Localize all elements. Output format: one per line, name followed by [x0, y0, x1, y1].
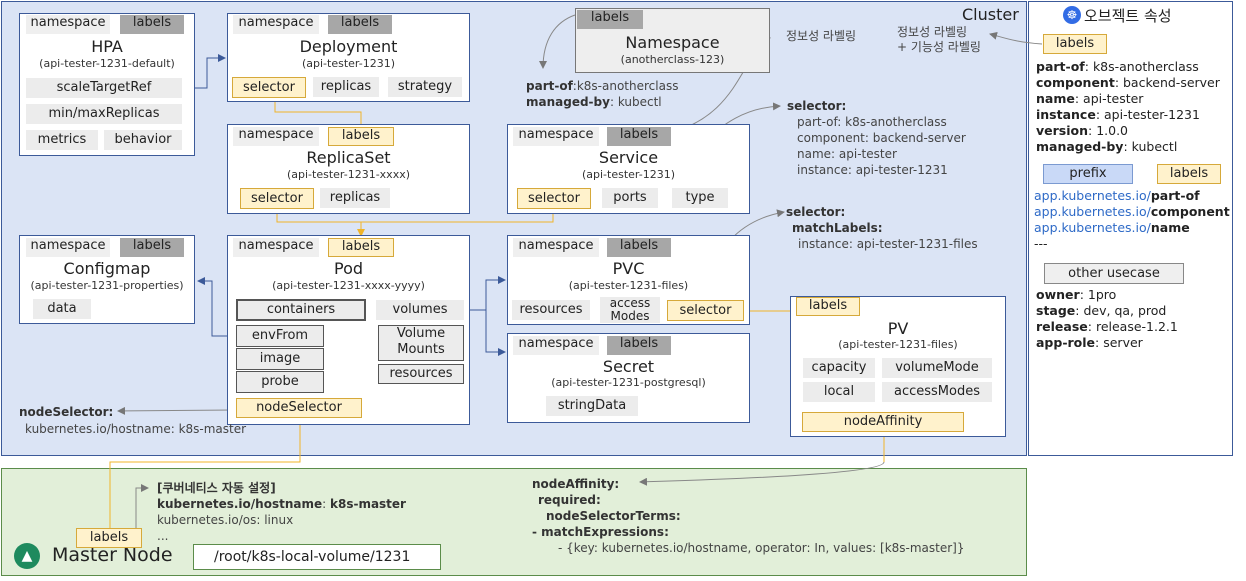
deployment-field: strategy	[388, 77, 462, 97]
pv-title: PV	[887, 319, 909, 338]
deployment-title: Deployment	[299, 37, 398, 56]
pvc-selector[interactable]: selector	[667, 300, 744, 321]
deployment-namespace-tag: namespace	[233, 15, 319, 34]
service-field: ports	[602, 188, 658, 208]
pvc-namespace-tag: namespace	[513, 238, 599, 257]
prefix-tag: prefix	[1043, 164, 1133, 184]
deployment-subtitle: (api-tester-1231)	[301, 57, 395, 70]
service-selector-annotation: selector: part-of: k8s-anotherclass comp…	[787, 99, 966, 177]
pod-title: Pod	[333, 259, 364, 278]
configmap-labels-tag: labels	[120, 238, 184, 257]
pv-field: volumeMode	[882, 358, 992, 378]
pod-container-field: envFrom	[236, 325, 324, 347]
service-field: type	[672, 188, 728, 208]
prefixed-labels-list: app.kubernetes.io/part-of app.kubernetes…	[1034, 188, 1230, 251]
configmap-field: data	[33, 299, 91, 319]
replicaset-field: replicas	[320, 188, 390, 208]
secret-title: Secret	[602, 357, 655, 376]
master-node-affinity: nodeAffinity: required: nodeSelectorTerm…	[532, 477, 965, 555]
node-selector-annotation: nodeSelector: kubernetes.io/hostname: k8…	[19, 405, 247, 436]
pvc-subtitle: (api-tester-1231-files)	[568, 279, 689, 292]
hpa-title: HPA	[91, 37, 123, 56]
master-labels-tag: labels	[76, 528, 142, 548]
pvc-selector-annotation: selector: matchLabels: instance: api-tes…	[786, 205, 978, 251]
pod-container-field: probe	[236, 371, 324, 393]
hpa-subtitle: (api-tester-1231-default)	[39, 57, 175, 70]
info-label-1: 정보성 라벨링	[786, 29, 857, 43]
hpa-field: behavior	[104, 130, 182, 150]
namespace-subtitle: (anotherclass-123)	[620, 53, 725, 66]
master-volume-path: /root/k8s-local-volume/1231	[193, 544, 441, 570]
pvc-field: resources	[512, 300, 590, 320]
service-subtitle: (api-tester-1231)	[581, 168, 675, 181]
pv-labels-tag: labels	[796, 297, 860, 316]
pod-container-field: image	[236, 348, 324, 370]
other-labels-list: owner: 1pro stage: dev, qa, prod release…	[1036, 287, 1178, 350]
object-labels-list: part-of: k8s-anotherclass component: bac…	[1036, 59, 1220, 154]
object-props-panel	[1028, 1, 1233, 456]
deployment-labels-tag: labels	[328, 15, 392, 34]
pod-containers: containers	[236, 299, 366, 321]
service-title: Service	[598, 148, 659, 167]
deployment-selector[interactable]: selector	[232, 77, 306, 98]
other-usecase-tag: other usecase	[1044, 263, 1184, 284]
pod-subtitle: (api-tester-1231-xxxx-yyyy)	[272, 279, 425, 292]
pod-volumes: volumes	[376, 300, 464, 320]
cluster-label: Cluster	[962, 5, 1019, 24]
kubernetes-icon: ☸	[1063, 6, 1081, 24]
pod-namespace-tag: namespace	[233, 238, 319, 257]
pv-field: accessModes	[882, 382, 992, 402]
pvc-field: access Modes	[600, 297, 660, 323]
secret-subtitle: (api-tester-1231-postgresql)	[551, 376, 706, 389]
configmap-subtitle: (api-tester-1231-properties)	[30, 279, 184, 292]
secret-labels-tag: labels	[607, 336, 671, 355]
hpa-namespace-tag: namespace	[26, 15, 110, 34]
pv-subtitle: (api-tester-1231-files)	[838, 338, 958, 351]
pv-field: capacity	[803, 358, 875, 378]
object-labels-tag: labels	[1043, 34, 1107, 54]
hpa-field: metrics	[26, 130, 98, 150]
service-labels-tag: labels	[607, 127, 671, 146]
pod-node-selector[interactable]: nodeSelector	[236, 398, 362, 418]
namespace-labels-tag: labels	[577, 10, 643, 29]
replicaset-labels-tag: labels	[328, 127, 394, 146]
replicaset-selector[interactable]: selector	[240, 188, 314, 209]
hpa-field: min/maxReplicas	[26, 104, 182, 124]
namespace-label-managedby: managed-by: kubectl	[526, 95, 662, 109]
object-props-title: 오브젝트 속성	[1084, 7, 1172, 25]
master-node-label: Master Node	[52, 544, 173, 566]
deployment-field: replicas	[313, 77, 379, 97]
namespace-title: Namespace	[625, 33, 720, 52]
pod-volume-mounts: Volume Mounts	[378, 325, 464, 361]
master-auto-labels: [쿠버네티스 자동 설정] kubernetes.io/hostname: k8…	[157, 481, 406, 543]
hpa-field: scaleTargetRef	[26, 78, 182, 98]
info-label-2: 정보성 라벨링 + 기능성 라벨링	[897, 25, 981, 54]
replicaset-title: ReplicaSet	[306, 148, 391, 167]
service-namespace-tag: namespace	[513, 127, 599, 146]
secret-field: stringData	[546, 396, 638, 416]
master-node-icon: ▲	[14, 543, 40, 569]
replicaset-namespace-tag: namespace	[233, 127, 319, 146]
pod-labels-tag: labels	[328, 238, 394, 257]
hpa-labels-tag: labels	[120, 15, 184, 34]
pvc-title: PVC	[612, 259, 645, 278]
secret-namespace-tag: namespace	[513, 336, 599, 355]
pod-resources: resources	[378, 364, 464, 384]
prefix-labels-tag: labels	[1157, 164, 1221, 184]
service-selector[interactable]: selector	[517, 188, 591, 209]
pv-node-affinity[interactable]: nodeAffinity	[802, 412, 964, 432]
pvc-labels-tag: labels	[607, 238, 671, 257]
configmap-namespace-tag: namespace	[26, 238, 110, 257]
pv-field: local	[803, 382, 875, 402]
namespace-label-partof: part-of:k8s-anotherclass	[526, 79, 679, 93]
configmap-title: Configmap	[63, 259, 151, 278]
replicaset-subtitle: (api-tester-1231-xxxx)	[286, 168, 410, 181]
